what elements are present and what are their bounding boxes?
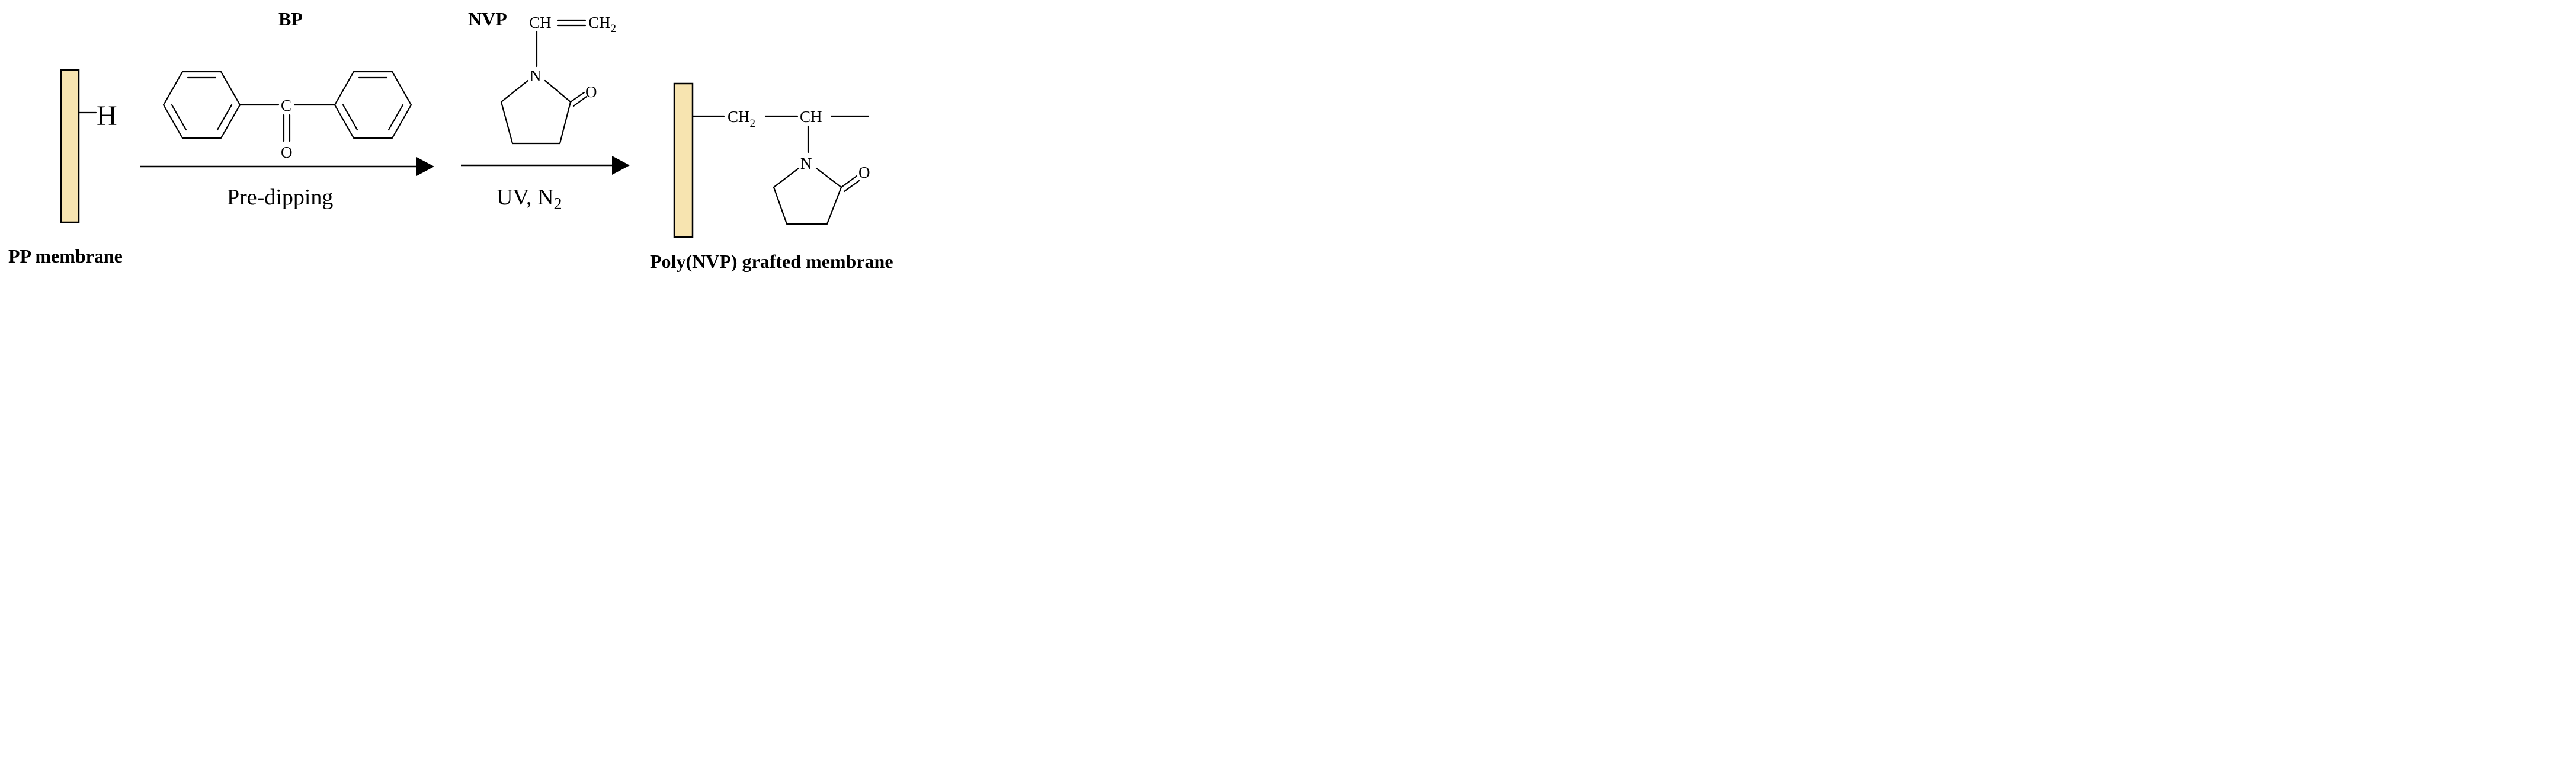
- nvp-structure: NVP CH CH2 N O: [468, 8, 616, 145]
- bp-carbonyl-carbon: C: [281, 97, 291, 114]
- grafted-membrane-caption: Poly(NVP) grafted membrane: [650, 251, 893, 272]
- nvp-vinyl-ch2: CH2: [588, 14, 616, 35]
- nvp-label: NVP: [468, 8, 507, 30]
- bp-left-phenyl-ring: [162, 71, 241, 139]
- product-backbone-ch: CH: [800, 108, 822, 126]
- grafting-reaction-scheme: H PP membrane BP C O Pre-dipping NVP CH: [8, 8, 893, 272]
- product-pyrrolidone-ring: [773, 167, 842, 225]
- bp-carbonyl-oxygen: O: [281, 143, 293, 161]
- reaction-arrow-step2: UV, N2: [461, 156, 630, 213]
- reaction-arrow-step1: Pre-dipping: [140, 157, 434, 210]
- nvp-carbonyl-double-bond-a: [569, 91, 585, 103]
- product-backbone-ch2: CH2: [728, 108, 755, 130]
- grafted-membrane-bar: [673, 82, 694, 238]
- nvp-carbonyl-double-bond-b: [572, 95, 588, 107]
- product-carbonyl-double-bond-b: [843, 180, 860, 193]
- pp-membrane: H PP membrane: [8, 69, 123, 267]
- nvp-ring-oxygen: O: [585, 83, 597, 101]
- step1-condition: Pre-dipping: [227, 185, 333, 210]
- arrow-step2-head: [612, 156, 630, 175]
- pp-membrane-caption: PP membrane: [8, 245, 123, 267]
- nvp-ring-nitrogen: N: [530, 67, 542, 85]
- benzophenone-structure: BP C O: [162, 8, 412, 161]
- step2-condition: UV, N2: [496, 185, 562, 213]
- grafted-membrane: CH2 CH N O Poly(NVP) grafted membrane: [650, 82, 893, 272]
- bp-label: BP: [278, 8, 303, 30]
- product-ring-nitrogen: N: [800, 155, 812, 172]
- pp-membrane-bar: [60, 69, 80, 223]
- nvp-pyrrolidone-ring: [500, 79, 572, 145]
- product-carbonyl-double-bond-a: [840, 175, 858, 188]
- bp-right-phenyl-ring: [334, 71, 412, 139]
- surface-hydrogen: H: [97, 100, 117, 132]
- arrow-step1-head: [416, 157, 434, 176]
- product-ring-oxygen: O: [858, 164, 870, 181]
- nvp-vinyl-ch: CH: [529, 14, 552, 31]
